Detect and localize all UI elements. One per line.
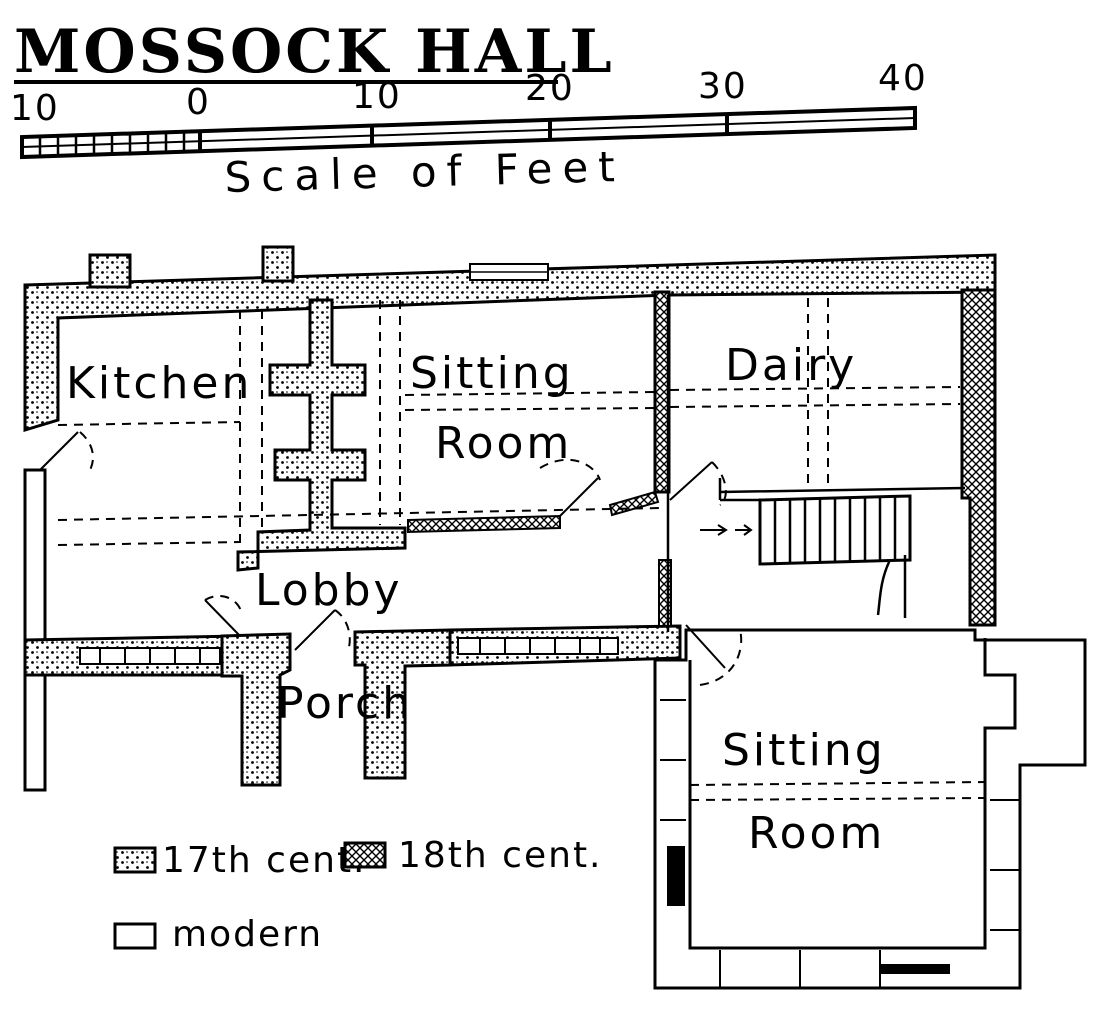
staircase xyxy=(700,486,966,618)
scale-tick-label: 10 xyxy=(352,76,402,117)
room-label-dairy: Dairy xyxy=(725,340,857,391)
legend-label-17th: 17th cent. xyxy=(162,840,367,881)
scale-tick-label: 10 xyxy=(10,88,60,129)
scale-tick-label: 20 xyxy=(525,68,575,109)
title-block: MOSSOCK HALL xyxy=(14,17,615,87)
scale-bar: 10 0 10 20 30 40 Scale of Feet xyxy=(10,58,928,202)
legend-label-modern: modern xyxy=(172,914,323,955)
room-label-sitting-room-1: Room xyxy=(435,418,572,469)
room-label-sitting-room-2: Room xyxy=(748,808,885,859)
legend-swatch-18th xyxy=(343,841,387,869)
scale-label: Scale of Feet xyxy=(224,142,625,202)
legend-swatch-modern xyxy=(113,922,157,950)
beam-lines xyxy=(57,298,986,801)
room-label-kitchen: Kitchen xyxy=(66,358,252,409)
scale-tick-label: 40 xyxy=(878,58,928,99)
walls xyxy=(23,245,1087,990)
room-label-porch: Porch xyxy=(277,678,413,729)
door-swings xyxy=(39,431,743,686)
scale-tick-label: 30 xyxy=(698,66,748,107)
room-label-lobby: Lobby xyxy=(255,565,403,616)
room-label-sitting-room-1: Sitting xyxy=(410,348,574,399)
room-labels: Kitchen Sitting Room Dairy Lobby Porch S… xyxy=(66,340,886,859)
legend-label-18th: 18th cent. xyxy=(398,835,603,876)
scale-tick-label: 0 xyxy=(186,82,211,123)
legend: 17th cent. 18th cent. modern xyxy=(113,835,603,955)
plan-title: MOSSOCK HALL xyxy=(14,17,615,87)
legend-swatch-17th xyxy=(113,846,157,874)
room-label-sitting-room-2: Sitting xyxy=(722,725,886,776)
